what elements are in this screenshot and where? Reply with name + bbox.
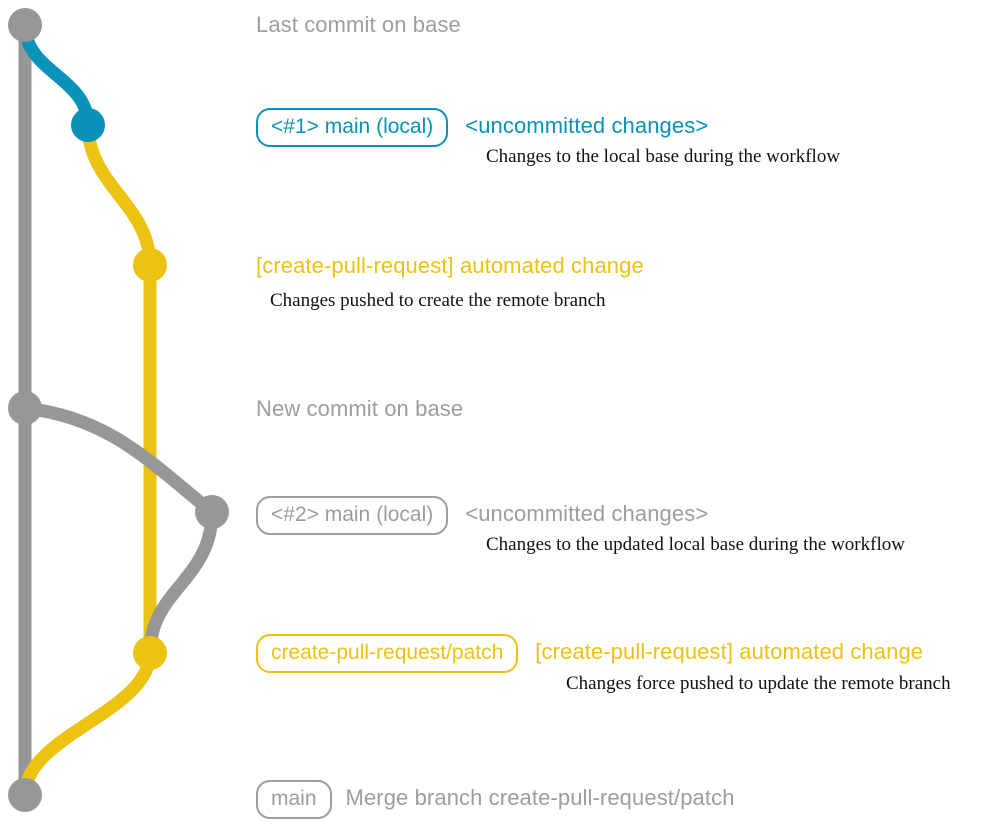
commit-node-remote-commit-2[interactable] bbox=[133, 636, 167, 670]
row-local-commit-1: <#1> main (local) <uncommitted changes> bbox=[256, 108, 708, 147]
row-new-commit-on-base: New commit on base bbox=[256, 396, 463, 422]
headline-local-commit-1: <uncommitted changes> bbox=[465, 113, 709, 138]
row-remote-commit-1: [create-pull-request] automated change bbox=[256, 253, 644, 279]
headline-remote-commit-2: [create-pull-request] automated change bbox=[535, 639, 924, 664]
badge-remote-branch[interactable]: create-pull-request/patch bbox=[256, 634, 519, 673]
commit-node-merge[interactable] bbox=[8, 778, 42, 812]
subline-local-commit-2: Changes to the updated local base during… bbox=[486, 534, 905, 555]
merge-line bbox=[18, 646, 157, 802]
commit-node-base-head[interactable] bbox=[8, 8, 42, 42]
subline-local-commit-1: Changes to the local base during the wor… bbox=[486, 146, 841, 167]
commit-node-base-new[interactable] bbox=[8, 391, 42, 425]
badge-main-branch[interactable]: main bbox=[256, 780, 332, 819]
commit-node-remote-commit-1[interactable] bbox=[133, 248, 167, 282]
headline-last-commit-on-base: Last commit on base bbox=[256, 12, 461, 37]
headline-remote-commit-1: [create-pull-request] automated change bbox=[256, 253, 644, 278]
remote-branch-line-1 bbox=[81, 118, 157, 660]
badge-local-commit-2[interactable]: <#2> main (local) bbox=[256, 496, 449, 535]
local-branch-line-2 bbox=[18, 401, 219, 519]
headline-local-commit-2: <uncommitted changes> bbox=[465, 501, 709, 526]
commit-node-local-commit-1[interactable] bbox=[71, 108, 105, 142]
headline-new-commit-on-base: New commit on base bbox=[256, 396, 464, 421]
subline-remote-commit-1: Changes pushed to create the remote bran… bbox=[270, 290, 606, 311]
badge-local-commit-1[interactable]: <#1> main (local) bbox=[256, 108, 449, 147]
commit-node-local-commit-2[interactable] bbox=[195, 495, 229, 529]
subline-remote-commit-2: Changes force pushed to update the remot… bbox=[566, 673, 951, 694]
local-branch-line-1 bbox=[18, 18, 95, 132]
row-local-commit-2: <#2> main (local) <uncommitted changes> bbox=[256, 496, 708, 535]
row-last-commit-on-base: Last commit on base bbox=[256, 12, 461, 38]
row-remote-commit-2: create-pull-request/patch [create-pull-r… bbox=[256, 634, 923, 673]
row-merge-commit: main Merge branch create-pull-request/pa… bbox=[256, 780, 735, 819]
headline-merge-commit: Merge branch create-pull-request/patch bbox=[345, 785, 735, 810]
local-to-remote-line-2 bbox=[143, 505, 219, 660]
